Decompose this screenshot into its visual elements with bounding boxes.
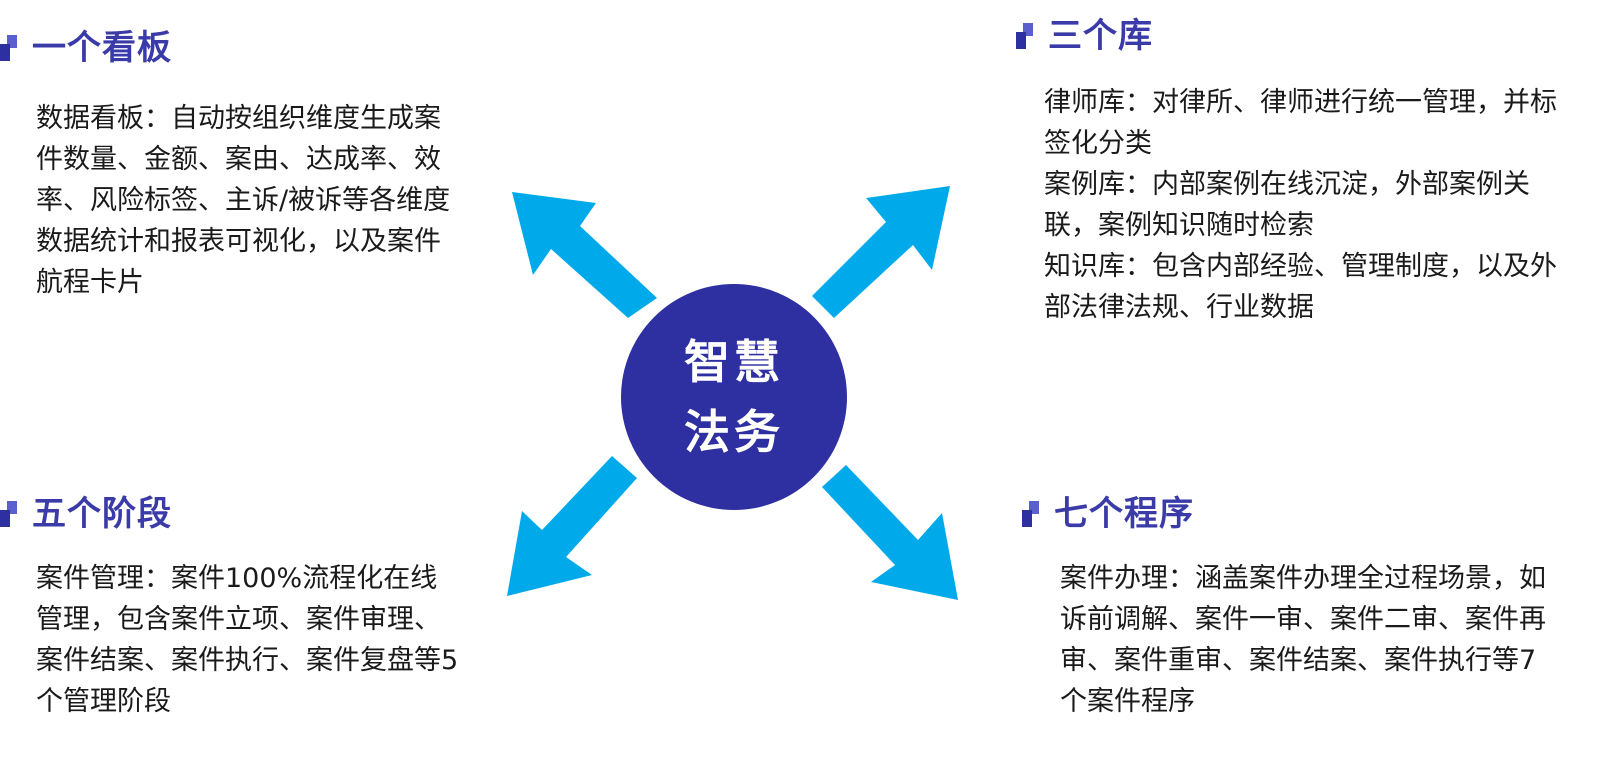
section-stages: 五个阶段 案件管理：案件100%流程化在线管理，包含案件立项、案件审理、案件结案… [0, 494, 470, 722]
section-procedures: 七个程序 案件办理：涵盖案件办理全过程场景，如诉前调解、案件一审、案件二审、案件… [1022, 494, 1582, 722]
bullet-icon [0, 501, 17, 527]
section-procedures-title: 七个程序 [1054, 494, 1194, 534]
bullet-icon [0, 35, 17, 61]
section-libraries-title: 三个库 [1048, 16, 1153, 56]
section-board-title: 一个看板 [32, 28, 172, 68]
library-lawyers: 律师库：对律所、律师进行统一管理，并标签化分类 [1044, 87, 1557, 159]
library-knowledge: 知识库：包含内部经验、管理制度，以及外部法律法规、行业数据 [1044, 251, 1557, 323]
hub-circle: 智慧 法务 [621, 284, 847, 510]
hub-label-line2: 法务 [684, 405, 784, 459]
library-cases: 案例库：内部案例在线沉淀，外部案例关联，案例知识随时检索 [1044, 169, 1530, 241]
section-procedures-header: 七个程序 [1022, 494, 1582, 534]
arrow-up-left [512, 192, 657, 318]
section-stages-title: 五个阶段 [32, 494, 172, 534]
arrow-down-right [822, 465, 958, 600]
arrow-up-right [812, 186, 950, 318]
arrow-down-left [507, 456, 637, 596]
section-board-header: 一个看板 [0, 28, 470, 68]
section-libraries: 三个库 律师库：对律所、律师进行统一管理，并标签化分类 案例库：内部案例在线沉淀… [1016, 16, 1576, 328]
section-libraries-header: 三个库 [1016, 16, 1576, 56]
section-stages-body: 案件管理：案件100%流程化在线管理，包含案件立项、案件审理、案件结案、案件执行… [36, 563, 459, 717]
hub-label-line1: 智慧 [684, 335, 784, 389]
section-stages-header: 五个阶段 [0, 494, 470, 534]
bullet-icon [1016, 23, 1033, 49]
section-board: 一个看板 数据看板：自动按组织维度生成案件数量、金额、案由、达成率、效率、风险标… [0, 28, 470, 303]
bullet-icon [1022, 501, 1039, 527]
section-board-body: 数据看板：自动按组织维度生成案件数量、金额、案由、达成率、效率、风险标签、主诉/… [36, 103, 451, 298]
section-procedures-body: 案件办理：涵盖案件办理全过程场景，如诉前调解、案件一审、案件二审、案件再审、案件… [1060, 563, 1546, 717]
